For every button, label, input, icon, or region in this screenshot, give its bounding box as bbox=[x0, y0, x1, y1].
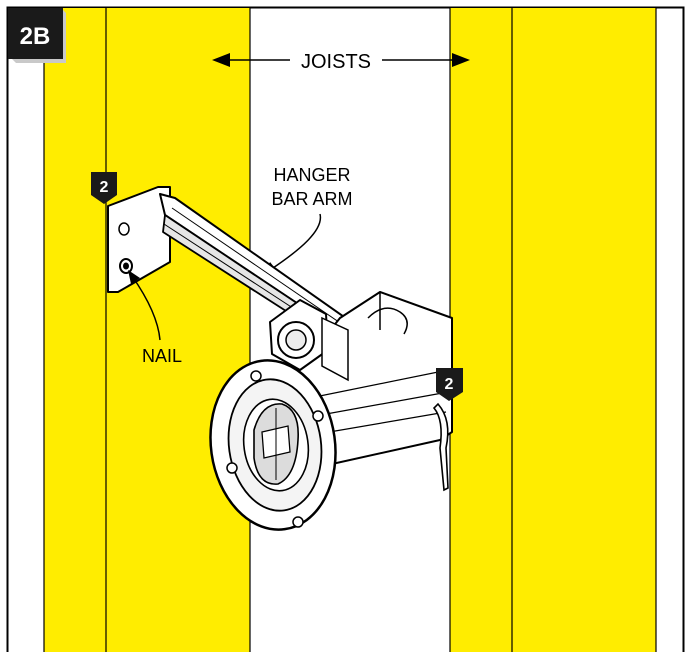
trim-ring bbox=[209, 359, 337, 531]
nail-arrowhead bbox=[128, 270, 140, 284]
joists-callout: JOISTS bbox=[212, 51, 470, 73]
joist-right bbox=[449, 8, 657, 652]
step-marker-bracket: 2 bbox=[91, 172, 117, 204]
mounting-nut bbox=[269, 299, 349, 382]
step-badge: 2B bbox=[8, 8, 66, 63]
hanger-bracket bbox=[107, 186, 171, 293]
bracket-hole-upper bbox=[118, 222, 130, 236]
step-marker-joist-label: 2 bbox=[445, 376, 454, 393]
joist-left bbox=[43, 8, 251, 652]
joists-label: JOISTS bbox=[301, 51, 371, 73]
nail-label: NAIL bbox=[142, 346, 182, 366]
hanger-bar-arm-leader bbox=[269, 213, 322, 271]
step-marker-joist: 2 bbox=[436, 368, 463, 401]
step-badge-label: 2B bbox=[20, 23, 51, 50]
nail-leader bbox=[131, 275, 161, 341]
joists-arrowhead-right bbox=[452, 53, 470, 67]
hanger-bar-arm-label-line2: BAR ARM bbox=[271, 189, 352, 209]
step-marker-bracket-label: 2 bbox=[100, 179, 109, 196]
joists-arrowhead-left bbox=[212, 53, 230, 67]
hanger-bar-arm-label-line1: HANGER bbox=[273, 165, 350, 185]
nail-callout: NAIL bbox=[128, 270, 182, 366]
